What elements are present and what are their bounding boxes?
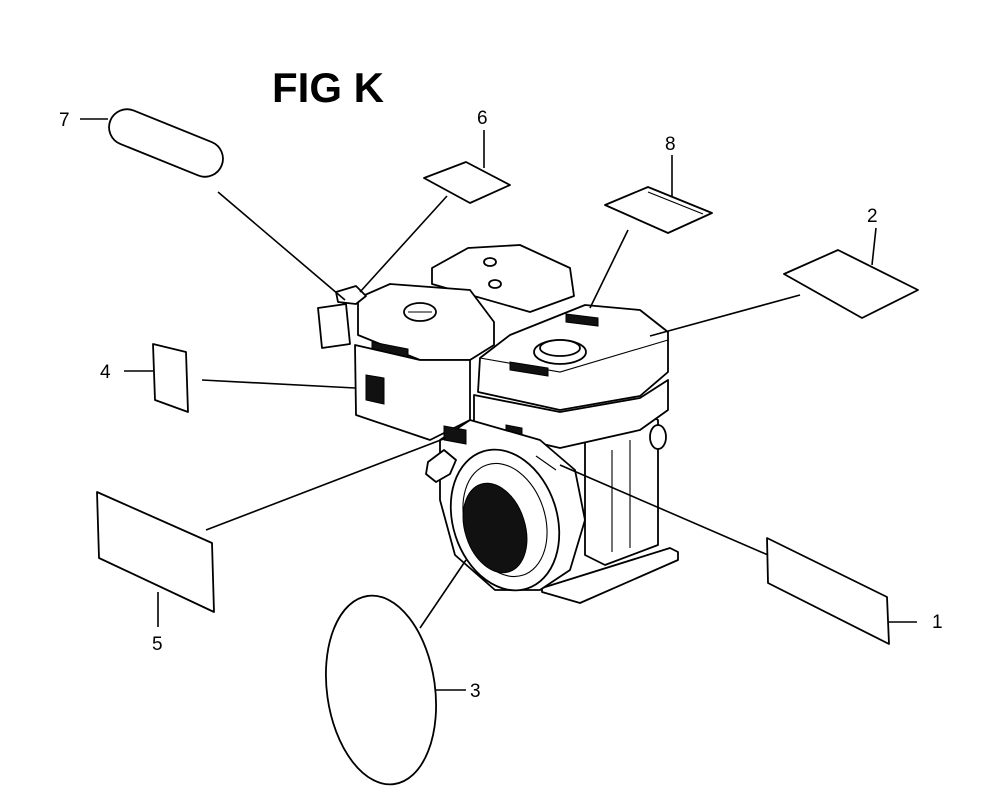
callout-8: 8: [665, 134, 676, 155]
figure-title: FIG K: [272, 64, 384, 111]
decal-part-2: [783, 249, 919, 319]
decal-part-8: [604, 186, 713, 234]
leader-lines: [80, 118, 917, 691]
callout-4: 4: [100, 362, 111, 383]
decal-part-6: [423, 161, 511, 204]
callout-6: 6: [477, 108, 488, 129]
decal-part-1: [766, 537, 890, 645]
callout-3: 3: [470, 681, 481, 702]
decal-part-3: [325, 594, 437, 786]
decal-part-5: [96, 491, 215, 613]
decal-part-7: [108, 108, 224, 178]
callout-1: 1: [932, 612, 943, 633]
engine-assembly: [317, 244, 679, 604]
callout-2: 2: [867, 206, 878, 227]
decal-part-4: [152, 343, 189, 413]
callout-5: 5: [152, 634, 163, 655]
callout-7: 7: [59, 110, 70, 131]
